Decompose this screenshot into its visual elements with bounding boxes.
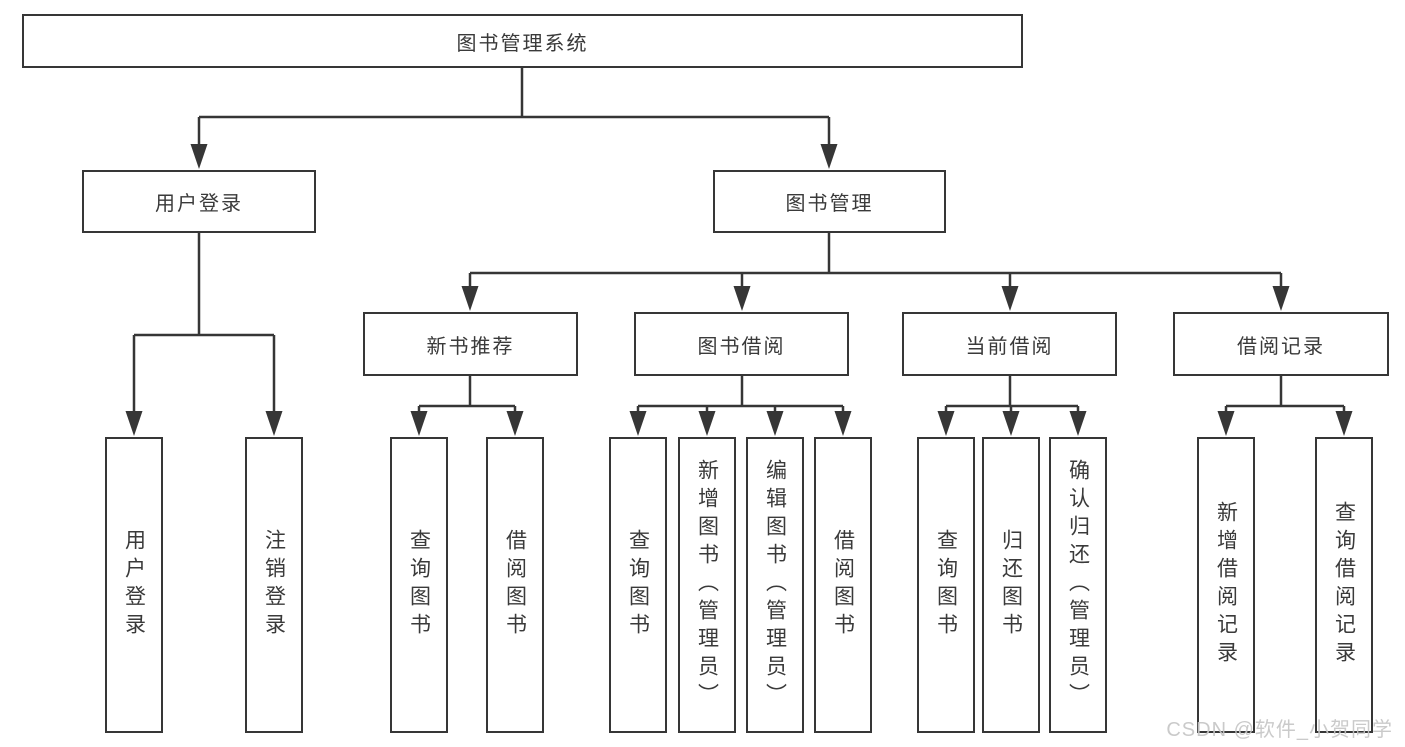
leaf-edit-books-admin: 编辑图书（管理员） xyxy=(746,437,804,733)
node-current-borrow: 当前借阅 xyxy=(902,312,1117,376)
leaf-label: 查询图书 xyxy=(626,529,650,641)
node-library-system: 图书管理系统 xyxy=(22,14,1023,68)
leaf-query-books-current: 查询图书 xyxy=(917,437,975,733)
leaf-user-login: 用户登录 xyxy=(105,437,163,733)
leaf-label: 确认归还（管理员） xyxy=(1066,459,1090,711)
leaf-label: 新增借阅记录 xyxy=(1214,501,1238,669)
node-borrow-records: 借阅记录 xyxy=(1173,312,1389,376)
leaf-label: 借阅图书 xyxy=(831,529,855,641)
leaf-label: 查询图书 xyxy=(407,529,431,641)
leaf-logout: 注销登录 xyxy=(245,437,303,733)
leaf-label: 编辑图书（管理员） xyxy=(763,459,787,711)
node-new-book-recommend: 新书推荐 xyxy=(363,312,578,376)
leaf-query-borrow-record: 查询借阅记录 xyxy=(1315,437,1373,733)
arrowhead-icons xyxy=(125,144,1353,436)
leaf-label: 归还图书 xyxy=(999,529,1023,641)
leaf-add-borrow-record: 新增借阅记录 xyxy=(1197,437,1255,733)
leaf-add-books-admin: 新增图书（管理员） xyxy=(678,437,736,733)
node-book-management: 图书管理 xyxy=(713,170,946,233)
leaf-return-books: 归还图书 xyxy=(982,437,1040,733)
leaf-label: 借阅图书 xyxy=(503,529,527,641)
leaf-confirm-return-admin: 确认归还（管理员） xyxy=(1049,437,1107,733)
leaf-borrow-books-recommend: 借阅图书 xyxy=(486,437,544,733)
leaf-label: 注销登录 xyxy=(262,529,286,641)
leaf-label: 新增图书（管理员） xyxy=(695,459,719,711)
watermark: CSDN @软件_小贺同学 xyxy=(1166,719,1393,741)
leaf-label: 用户登录 xyxy=(122,529,146,641)
leaf-query-books-recommend: 查询图书 xyxy=(390,437,448,733)
leaf-label: 查询借阅记录 xyxy=(1332,501,1356,669)
node-book-borrow: 图书借阅 xyxy=(634,312,849,376)
node-user-login: 用户登录 xyxy=(82,170,316,233)
leaf-query-books-borrow: 查询图书 xyxy=(609,437,667,733)
leaf-label: 查询图书 xyxy=(934,529,958,641)
leaf-borrow-books: 借阅图书 xyxy=(814,437,872,733)
